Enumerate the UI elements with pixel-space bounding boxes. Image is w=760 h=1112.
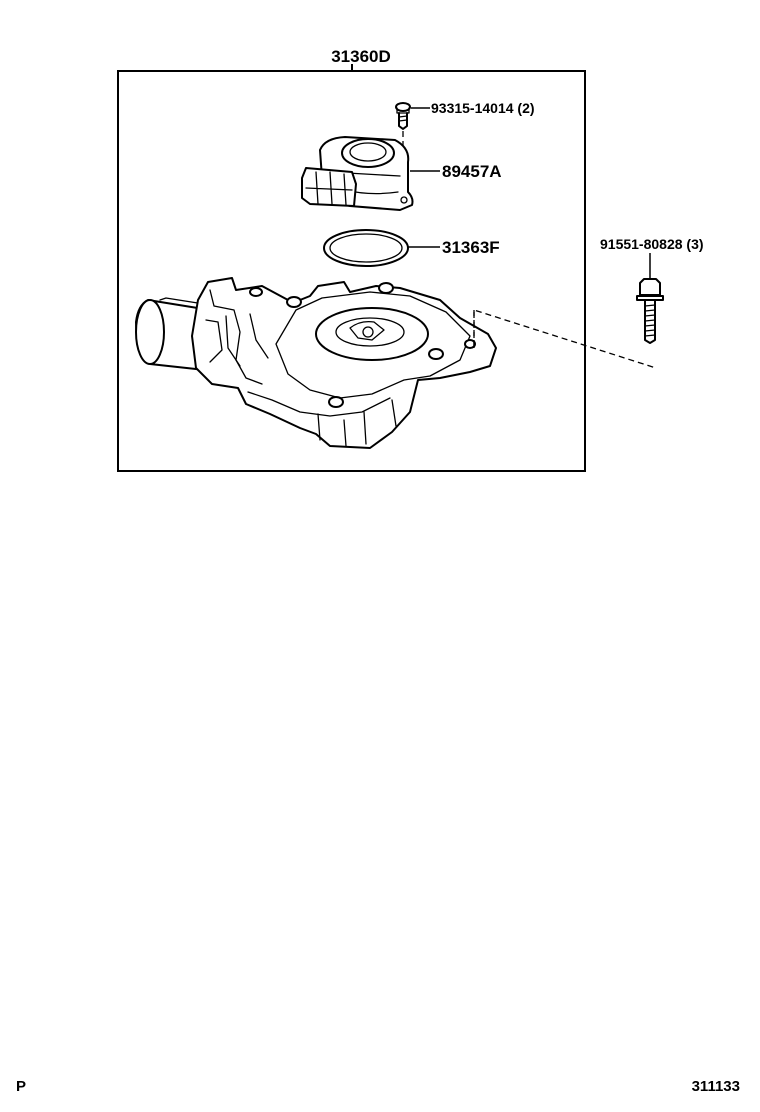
- sensor-part-label: 89457A: [442, 162, 502, 181]
- diagram-number: 311133: [691, 1078, 740, 1095]
- bolt-part: [636, 278, 664, 344]
- screw-part: [395, 102, 411, 130]
- bolt-part-label: 91551-80828 (3): [600, 236, 704, 252]
- footer-left-code: P: [16, 1078, 27, 1095]
- o-ring-part: [323, 229, 409, 267]
- bolt-dash-path: [473, 309, 657, 369]
- actuator-body: [135, 277, 497, 449]
- o-ring-part-label: 31363F: [442, 238, 500, 257]
- screw-part-label: 93315-14014 (2): [431, 100, 535, 116]
- assembly-part-label: 31360D: [331, 47, 391, 66]
- sensor-part: [301, 136, 414, 211]
